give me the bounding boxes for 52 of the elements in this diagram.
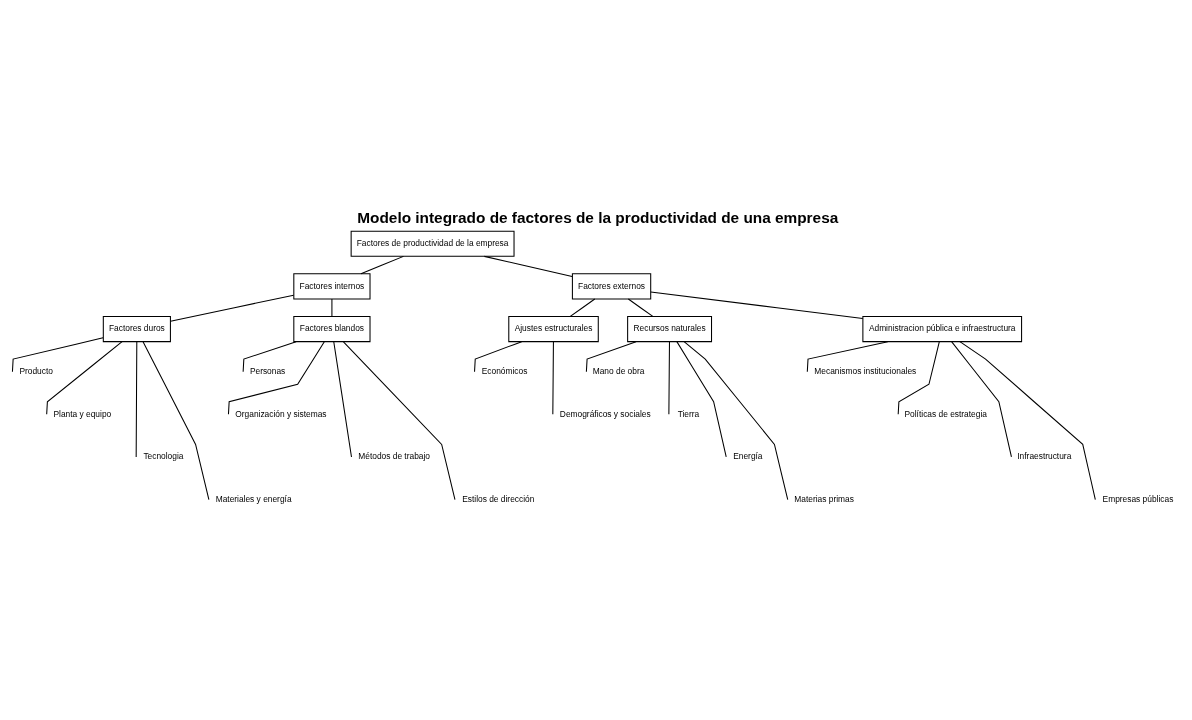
node-text: Organización y sistemas bbox=[235, 408, 327, 418]
connector bbox=[569, 298, 596, 317]
node-text: Materiales y energía bbox=[215, 493, 292, 504]
node-text: Planta y equipo bbox=[53, 408, 112, 418]
node-text: Mecanismos institucionales bbox=[814, 365, 917, 376]
connector bbox=[806, 340, 889, 372]
connector bbox=[331, 298, 333, 317]
connector bbox=[474, 340, 523, 372]
node-box: Factores internos bbox=[293, 272, 371, 299]
connector bbox=[676, 340, 727, 457]
node-text: Estilos de dirección bbox=[462, 493, 535, 504]
connector bbox=[46, 340, 123, 415]
diagram-title: Modelo integrado de factores de la productividad de una empresa bbox=[357, 208, 839, 226]
node-text: Demográficos y sociales bbox=[559, 408, 651, 418]
node-box: Factores duros bbox=[102, 315, 171, 342]
node-box: Ajustes estructurales bbox=[508, 315, 599, 342]
node-text: Políticas de estrategia bbox=[904, 408, 987, 418]
node-text: Métodos de trabajo bbox=[358, 450, 430, 461]
node-text: Materias primas bbox=[794, 493, 854, 504]
node-text: Personas bbox=[249, 365, 286, 376]
node-box: Factores de productividad de la empresa bbox=[350, 230, 515, 257]
connector bbox=[342, 340, 456, 500]
node-box: Factores blandos bbox=[293, 315, 371, 342]
node-text: Económicos bbox=[481, 365, 528, 376]
node-text: Tecnologia bbox=[143, 450, 184, 461]
connector bbox=[650, 290, 864, 319]
node-text: Mano de obra bbox=[592, 365, 645, 376]
connector bbox=[959, 340, 1096, 500]
connector bbox=[333, 340, 352, 457]
connector bbox=[227, 340, 325, 415]
connector bbox=[585, 340, 637, 372]
node-text: Tierra bbox=[677, 408, 700, 418]
connector bbox=[360, 255, 404, 274]
connector bbox=[897, 340, 940, 415]
connector bbox=[552, 340, 554, 415]
connector bbox=[135, 340, 138, 457]
node-text: Infraestructura bbox=[1017, 450, 1072, 461]
node-text: Producto bbox=[19, 365, 53, 376]
connector bbox=[951, 340, 1012, 457]
node-box: Factores externos bbox=[571, 272, 652, 299]
connector bbox=[627, 298, 654, 317]
node-text: Energía bbox=[733, 450, 763, 461]
connector bbox=[242, 340, 297, 372]
connector bbox=[668, 340, 670, 415]
connector bbox=[170, 294, 295, 322]
connector bbox=[142, 340, 210, 500]
connector bbox=[683, 340, 789, 500]
connector bbox=[11, 336, 104, 372]
connector bbox=[483, 255, 573, 277]
node-box: Recursos naturales bbox=[627, 315, 713, 342]
node-text: Empresas públicas bbox=[1102, 493, 1174, 504]
node-box: Administracion pública e infraestructura bbox=[862, 315, 1023, 342]
